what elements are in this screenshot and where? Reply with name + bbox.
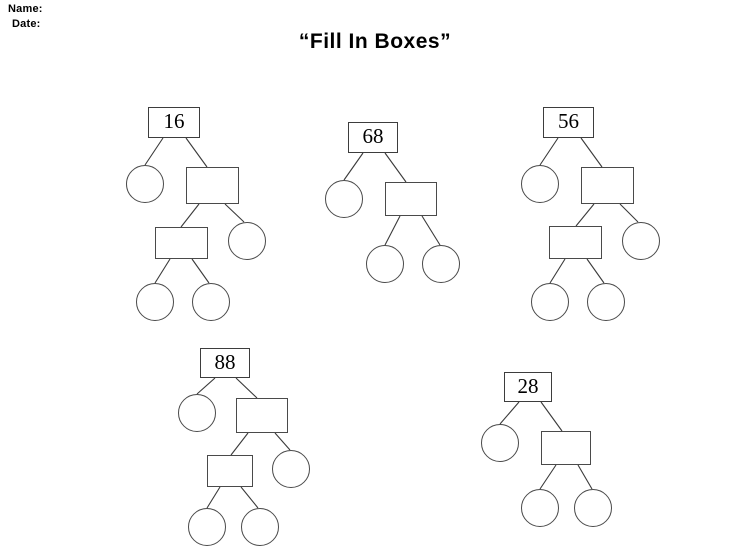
tree-edge: [577, 464, 593, 490]
problem-4-level2-left-box[interactable]: [207, 455, 253, 487]
tree-edge: [586, 258, 605, 284]
problem-2-level1-left-circle[interactable]: [325, 180, 363, 218]
page-title: “Fill In Boxes”: [298, 30, 452, 53]
problem-1-root-box[interactable]: 16: [148, 107, 200, 138]
problem-3-level3-right-circle[interactable]: [587, 283, 625, 321]
problem-5-level1-left-circle[interactable]: [481, 424, 519, 462]
root-value-text: 56: [558, 109, 579, 133]
problem-2-level2-left-circle[interactable]: [366, 245, 404, 283]
problem-3-level1-left-circle[interactable]: [521, 165, 559, 203]
problem-1-level2-right-circle[interactable]: [228, 222, 266, 260]
problem-2-level2-right-circle[interactable]: [422, 245, 460, 283]
problem-4-level1-left-circle[interactable]: [178, 394, 216, 432]
problem-4-root-box[interactable]: 88: [200, 348, 250, 378]
problem-4-level3-right-circle[interactable]: [241, 508, 279, 546]
problem-5-level2-left-circle[interactable]: [521, 489, 559, 527]
tree-edge: [384, 152, 407, 183]
tree-edge: [224, 203, 245, 223]
problem-1-level3-right-circle[interactable]: [192, 283, 230, 321]
tree-edge: [240, 486, 259, 509]
problem-4-level3-left-circle[interactable]: [188, 508, 226, 546]
problem-1-level3-left-circle[interactable]: [136, 283, 174, 321]
tree-edge: [421, 215, 441, 246]
tree-edge: [575, 203, 595, 227]
problem-4-level2-right-circle[interactable]: [272, 450, 310, 488]
tree-edge: [619, 203, 639, 223]
problem-3-level1-right-box[interactable]: [581, 167, 634, 204]
problem-3-root-box[interactable]: 56: [543, 107, 594, 138]
tree-edge: [185, 137, 208, 168]
problem-3-level2-left-box[interactable]: [549, 226, 602, 259]
tree-edge: [539, 464, 557, 490]
problem-1-level2-left-box[interactable]: [155, 227, 208, 259]
problem-3-level3-left-circle[interactable]: [531, 283, 569, 321]
tree-edge: [549, 258, 566, 284]
problem-5-root-box[interactable]: 28: [504, 372, 552, 402]
root-value-text: 28: [517, 373, 539, 398]
tree-edge: [580, 137, 603, 168]
tree-edge: [180, 203, 200, 228]
problem-4-level1-right-box[interactable]: [236, 398, 288, 433]
problem-1-level1-right-box[interactable]: [186, 167, 239, 204]
tree-edge: [384, 215, 401, 246]
problem-5-level2-right-circle[interactable]: [574, 489, 612, 527]
tree-edge: [230, 432, 249, 456]
date-label: Date:: [12, 18, 41, 30]
tree-edge: [154, 258, 171, 284]
tree-edge: [144, 137, 164, 166]
tree-edge: [540, 401, 563, 432]
problem-2-level1-right-box[interactable]: [385, 182, 437, 216]
tree-edge: [499, 401, 520, 425]
root-value-text: 68: [362, 124, 384, 148]
problem-2-root-box[interactable]: 68: [348, 122, 398, 153]
tree-edge: [191, 258, 210, 284]
tree-edge: [343, 152, 364, 181]
tree-edge: [235, 377, 258, 399]
tree-edge: [539, 137, 559, 166]
tree-edge: [196, 377, 216, 395]
name-label: Name:: [8, 3, 43, 15]
root-value-text: 16: [163, 109, 185, 133]
problem-5-level1-right-box[interactable]: [541, 431, 591, 465]
tree-edge: [206, 486, 221, 509]
root-value-text: 88: [214, 349, 236, 374]
problem-1-level1-left-circle[interactable]: [126, 165, 164, 203]
problem-3-level2-right-circle[interactable]: [622, 222, 660, 260]
tree-edge: [274, 432, 291, 451]
